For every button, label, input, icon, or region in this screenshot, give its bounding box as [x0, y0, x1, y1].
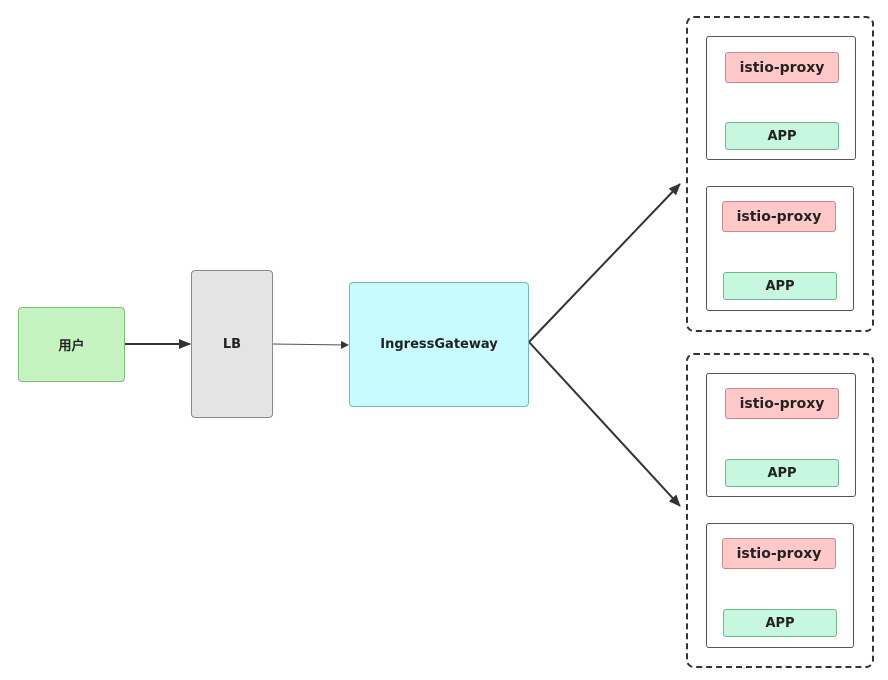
istio-proxy-box: istio-proxy — [725, 52, 839, 83]
user-label: 用户 — [58, 339, 85, 354]
service-group-1 — [686, 16, 874, 332]
istio-proxy-box: istio-proxy — [722, 201, 836, 232]
user-node: 用户 — [18, 307, 125, 382]
istio-proxy-box: istio-proxy — [725, 388, 839, 419]
edge-gateway-to-cluster-2 — [528, 341, 681, 507]
edge-lb-to-gateway — [272, 340, 349, 349]
app-box: APP — [723, 272, 837, 300]
app-box: APP — [725, 459, 839, 487]
service-group-2 — [686, 353, 874, 668]
app-box: APP — [723, 609, 837, 637]
ingress-gateway-node: IngressGateway — [349, 282, 529, 407]
app-box: APP — [725, 122, 839, 150]
lb-label: LB — [222, 336, 242, 352]
gateway-label: IngressGateway — [380, 337, 498, 352]
load-balancer-node: LB — [191, 270, 273, 418]
edge-gateway-to-cluster-1 — [528, 183, 681, 343]
istio-proxy-box: istio-proxy — [722, 538, 836, 569]
